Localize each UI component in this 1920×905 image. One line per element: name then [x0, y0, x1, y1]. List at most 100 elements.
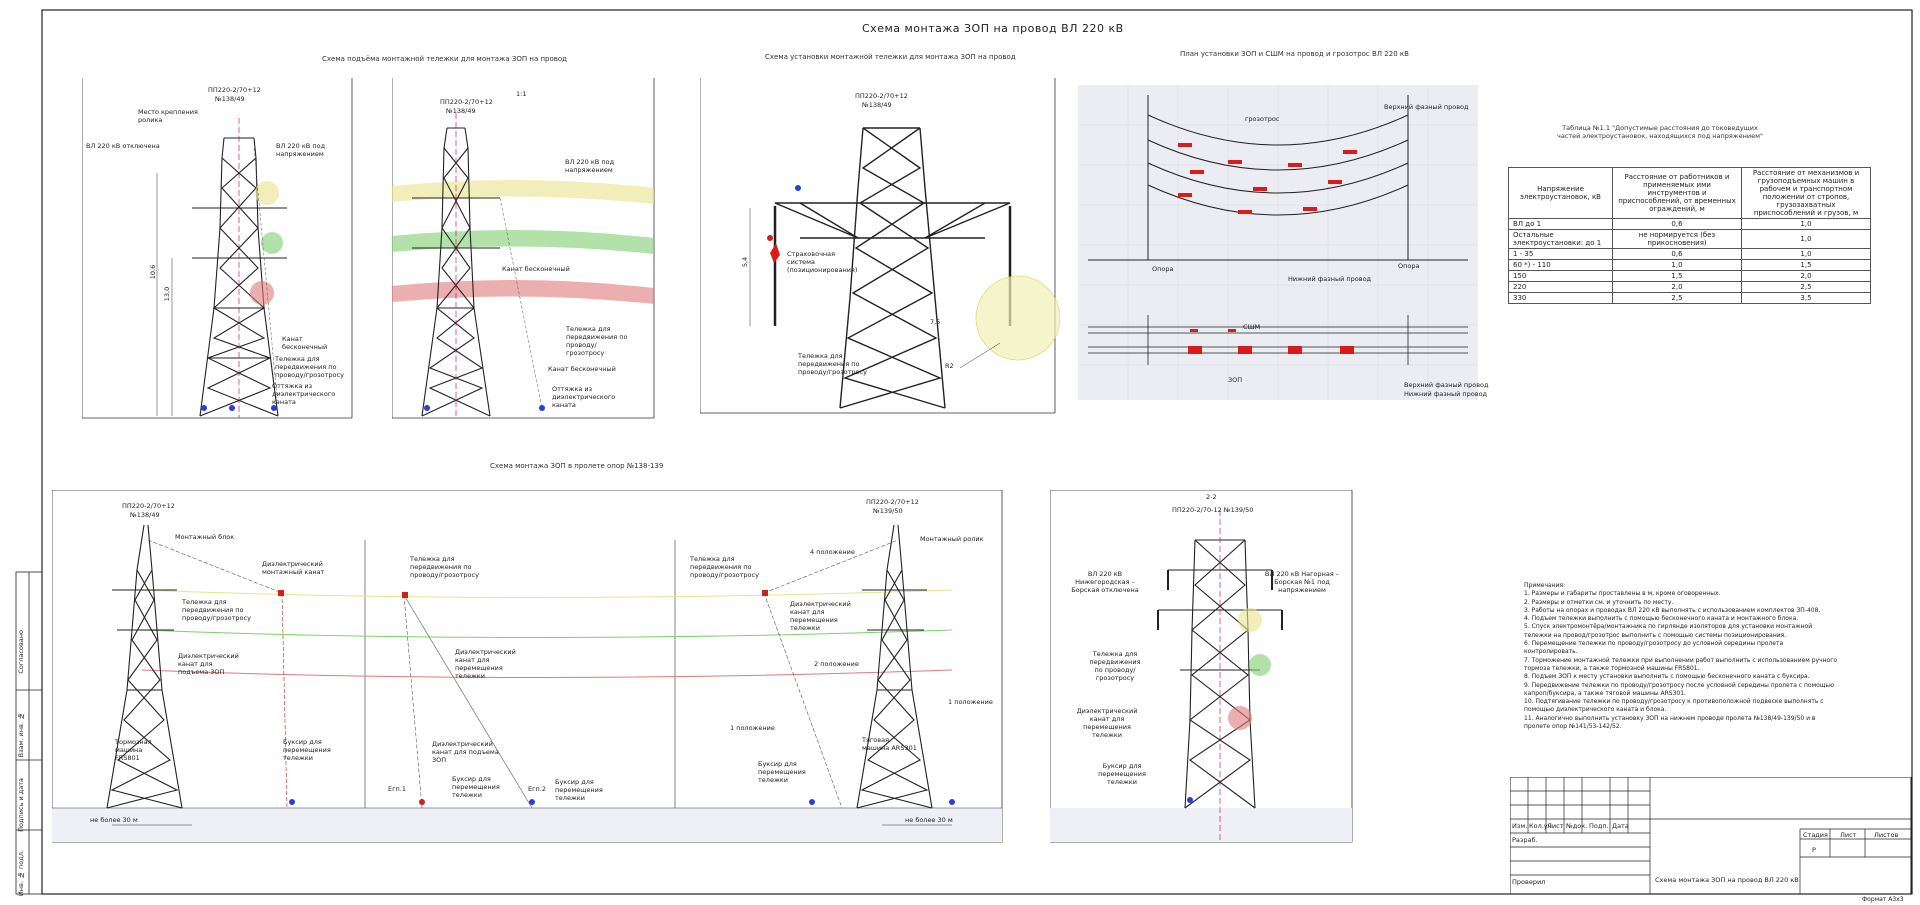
span-pos1: 1 положение [730, 724, 775, 732]
lift2-tower-type: ПП220-2/70+12 [440, 98, 493, 106]
stamp-list2: Лист [1840, 831, 1857, 839]
side-approved: Согласовано [17, 630, 25, 674]
install-tower-type: ПП220-2/70+12 [855, 92, 908, 100]
stamp-prover: Проверил [1512, 878, 1546, 886]
section-title-install: Схема установки монтажной тележки для мо… [765, 53, 1016, 61]
lift2-rope-inf: Канат бесконечный [502, 265, 570, 273]
note-item: тележки на провод/грозотрос выполнить с … [1524, 631, 1787, 639]
lift1-vl-off: ВЛ 220 кВ отключена [86, 142, 160, 150]
note-item: 10. Подтягивание тележки по проводу/гроз… [1524, 698, 1824, 706]
lift2-vl-on: ВЛ 220 кВ под напряжением [565, 158, 615, 174]
span-trolley-left: Тележка для передвижения по проводу/гроз… [182, 598, 251, 622]
span-lift-rope-mid: Диэлектрический канат для подъема ЗОП [432, 740, 499, 764]
sec22-label: 2-2 [1206, 493, 1217, 501]
span-trolley-mid: Тележка для передвижения по проводу/гроз… [410, 555, 479, 579]
note-item: капроп/буксира, а также тяговой машины A… [1524, 689, 1686, 697]
note-item: 4. Подъем тележки выполнить с помощью бе… [1524, 615, 1799, 623]
sec22-move-rope: Диэлектрический канат для перемещения те… [1076, 707, 1138, 739]
note-item: тормоза тележки, а также тормозной машин… [1524, 664, 1700, 672]
lift1-dim-130: 13,0 [163, 286, 172, 302]
span-dielectric-mount-rope: Диэлектрический монтажный канат [262, 560, 325, 576]
span-pos2: 2 положение [814, 660, 859, 668]
section-title-lift: Схема подъёма монтажной тележки для монт… [322, 55, 568, 63]
note-item: 3. Работы на опорах и проводах ВЛ 220 кВ… [1524, 606, 1821, 614]
stamp-listov: Листов [1874, 831, 1899, 839]
title-block-grid [1510, 777, 1912, 895]
span-mount-block: Монтажный блок [175, 533, 235, 541]
span-dist-right: не более 30 м [905, 816, 953, 824]
safety-distance-table: Напряжение электроустановок, кВ Расстоян… [1508, 167, 1871, 304]
stamp-list: Лист [1547, 822, 1564, 830]
lift1-tower-no: №138/49 [215, 95, 245, 103]
install-diagram [700, 78, 1060, 414]
plan-lower-phase: Нижний фазный провод [1288, 275, 1372, 283]
span-trolley-right: Тележка для передвижения по проводу/гроз… [690, 555, 759, 579]
span-right-tower-type: ПП220-2/70+12 [866, 498, 919, 506]
plan-support-right: Опора [1398, 262, 1420, 270]
stamp-stadia-value: Р [1812, 846, 1816, 854]
sec22-tower: ПП220-2/70-12 №139/50 [1172, 506, 1254, 514]
span-right-tower-no: №139/50 [873, 507, 903, 515]
span-tug-mid2: Буксир для перемещения тележки [555, 778, 603, 802]
span-dielectric-move-right: Диэлектрический канат для перемещения те… [790, 600, 851, 632]
stamp-stadia: Стадия [1803, 831, 1828, 839]
note-item: 11. Аналогично выполнить установку ЗОП н… [1524, 714, 1816, 722]
sec22-tug: Буксир для перемещения тележки [1098, 762, 1146, 786]
span-tug-left: Буксир для перемещения тележки [283, 738, 331, 762]
span-brake-machine: Тормозная машина FRS801 [115, 738, 152, 762]
lift1-trolley: Тележка для передвижения по проводу/гроз… [275, 355, 344, 379]
span-mount-roller: Монтажный ролик [920, 535, 984, 543]
sec22-trolley: Тележка для передвижения по проводу/гроз… [1089, 650, 1141, 682]
side-sign-date: Подпись и дата [17, 778, 25, 832]
plan-upper-phase: Верхний фазный провод [1384, 103, 1469, 111]
lift1-vl-on: ВЛ 220 кВ под напряжением [276, 142, 326, 158]
span-left-tower-type: ПП220-2/70+12 [122, 502, 175, 510]
lift1-rope-inf: Канат бесконечный [282, 335, 328, 351]
span-tug-mid: Буксир для перемещения тележки [452, 775, 500, 799]
format-label: Формат А3х3 [1862, 896, 1904, 903]
lift2-trolley: Тележка для передвижения по проводу/гроз… [566, 325, 628, 357]
lift1-tower-type: ПП220-2/70+12 [208, 86, 261, 94]
lift1-bracing: Оттяжка из диэлектрического каната [272, 382, 336, 406]
notes-title: Примечания: [1524, 582, 1566, 589]
install-trolley: Тележка для передвижения по проводу/гроз… [798, 352, 867, 376]
lift-diagram-2 [392, 78, 655, 419]
stamp-kol: Кол.уч [1529, 822, 1552, 830]
notes-block: Примечания: 1. Размеры и габариты проста… [1524, 582, 1864, 731]
note-item: контролировать. [1524, 648, 1578, 656]
lift2-tower-no: №138/49 [446, 107, 476, 115]
main-title: Схема монтажа ЗОП на провод ВЛ 220 кВ [862, 22, 1124, 35]
install-safety-system: Страховочная система (позиционирования) [787, 250, 858, 274]
note-item: помощью диэлектрического каната и блока. [1524, 706, 1667, 714]
lift1-attach-label: Место крепления ролика [138, 108, 198, 124]
span-pos1-right: 1 положение [948, 698, 993, 706]
note-item: 1. Размеры и габариты проставлены в м, к… [1524, 590, 1721, 598]
note-item: 2. Размеры и отметки см. и уточнить по м… [1524, 598, 1674, 606]
plan-support-left: Опора [1152, 265, 1174, 273]
stamp-data: Дата [1612, 822, 1629, 830]
sec22-vl-on: ВЛ 220 кВ Нагорная – Борская №1 под напр… [1264, 570, 1340, 594]
table-header: Расстояние от механизмов и грузоподъемны… [1741, 167, 1871, 219]
install-dim-54: 5,4 [741, 256, 750, 268]
section-2-2-diagram [1050, 490, 1353, 843]
span-tug-right: Буксир для перемещения тележки [758, 760, 806, 784]
stamp-podp: Подп. [1589, 822, 1609, 830]
install-dim-75: 7,5 [930, 318, 941, 326]
install-tower-no: №138/49 [862, 101, 892, 109]
stamp-doc-title: Схема монтажа ЗОП на провод ВЛ 220 кВ [1655, 876, 1799, 884]
note-item: 7. Торможение монтажной тележки при выпо… [1524, 656, 1838, 664]
sec22-vl-off: ВЛ 220 кВ Нижегородская – Борская отключ… [1071, 570, 1139, 594]
table-header: Напряжение электроустановок, кВ [1508, 167, 1613, 219]
span-el2: Егп.2 [528, 785, 546, 793]
plan-upper-phase-2: Верхний фазный провод [1404, 381, 1489, 389]
span-left-tower-no: №138/49 [130, 511, 160, 519]
note-item: пролете опор №141/53-142/52. [1524, 723, 1622, 731]
span-pos4: 4 положение [810, 548, 855, 556]
note-item: 6. Перемещение тележки по проводу/грозот… [1524, 640, 1784, 648]
lift-diagram-1 [82, 78, 353, 419]
